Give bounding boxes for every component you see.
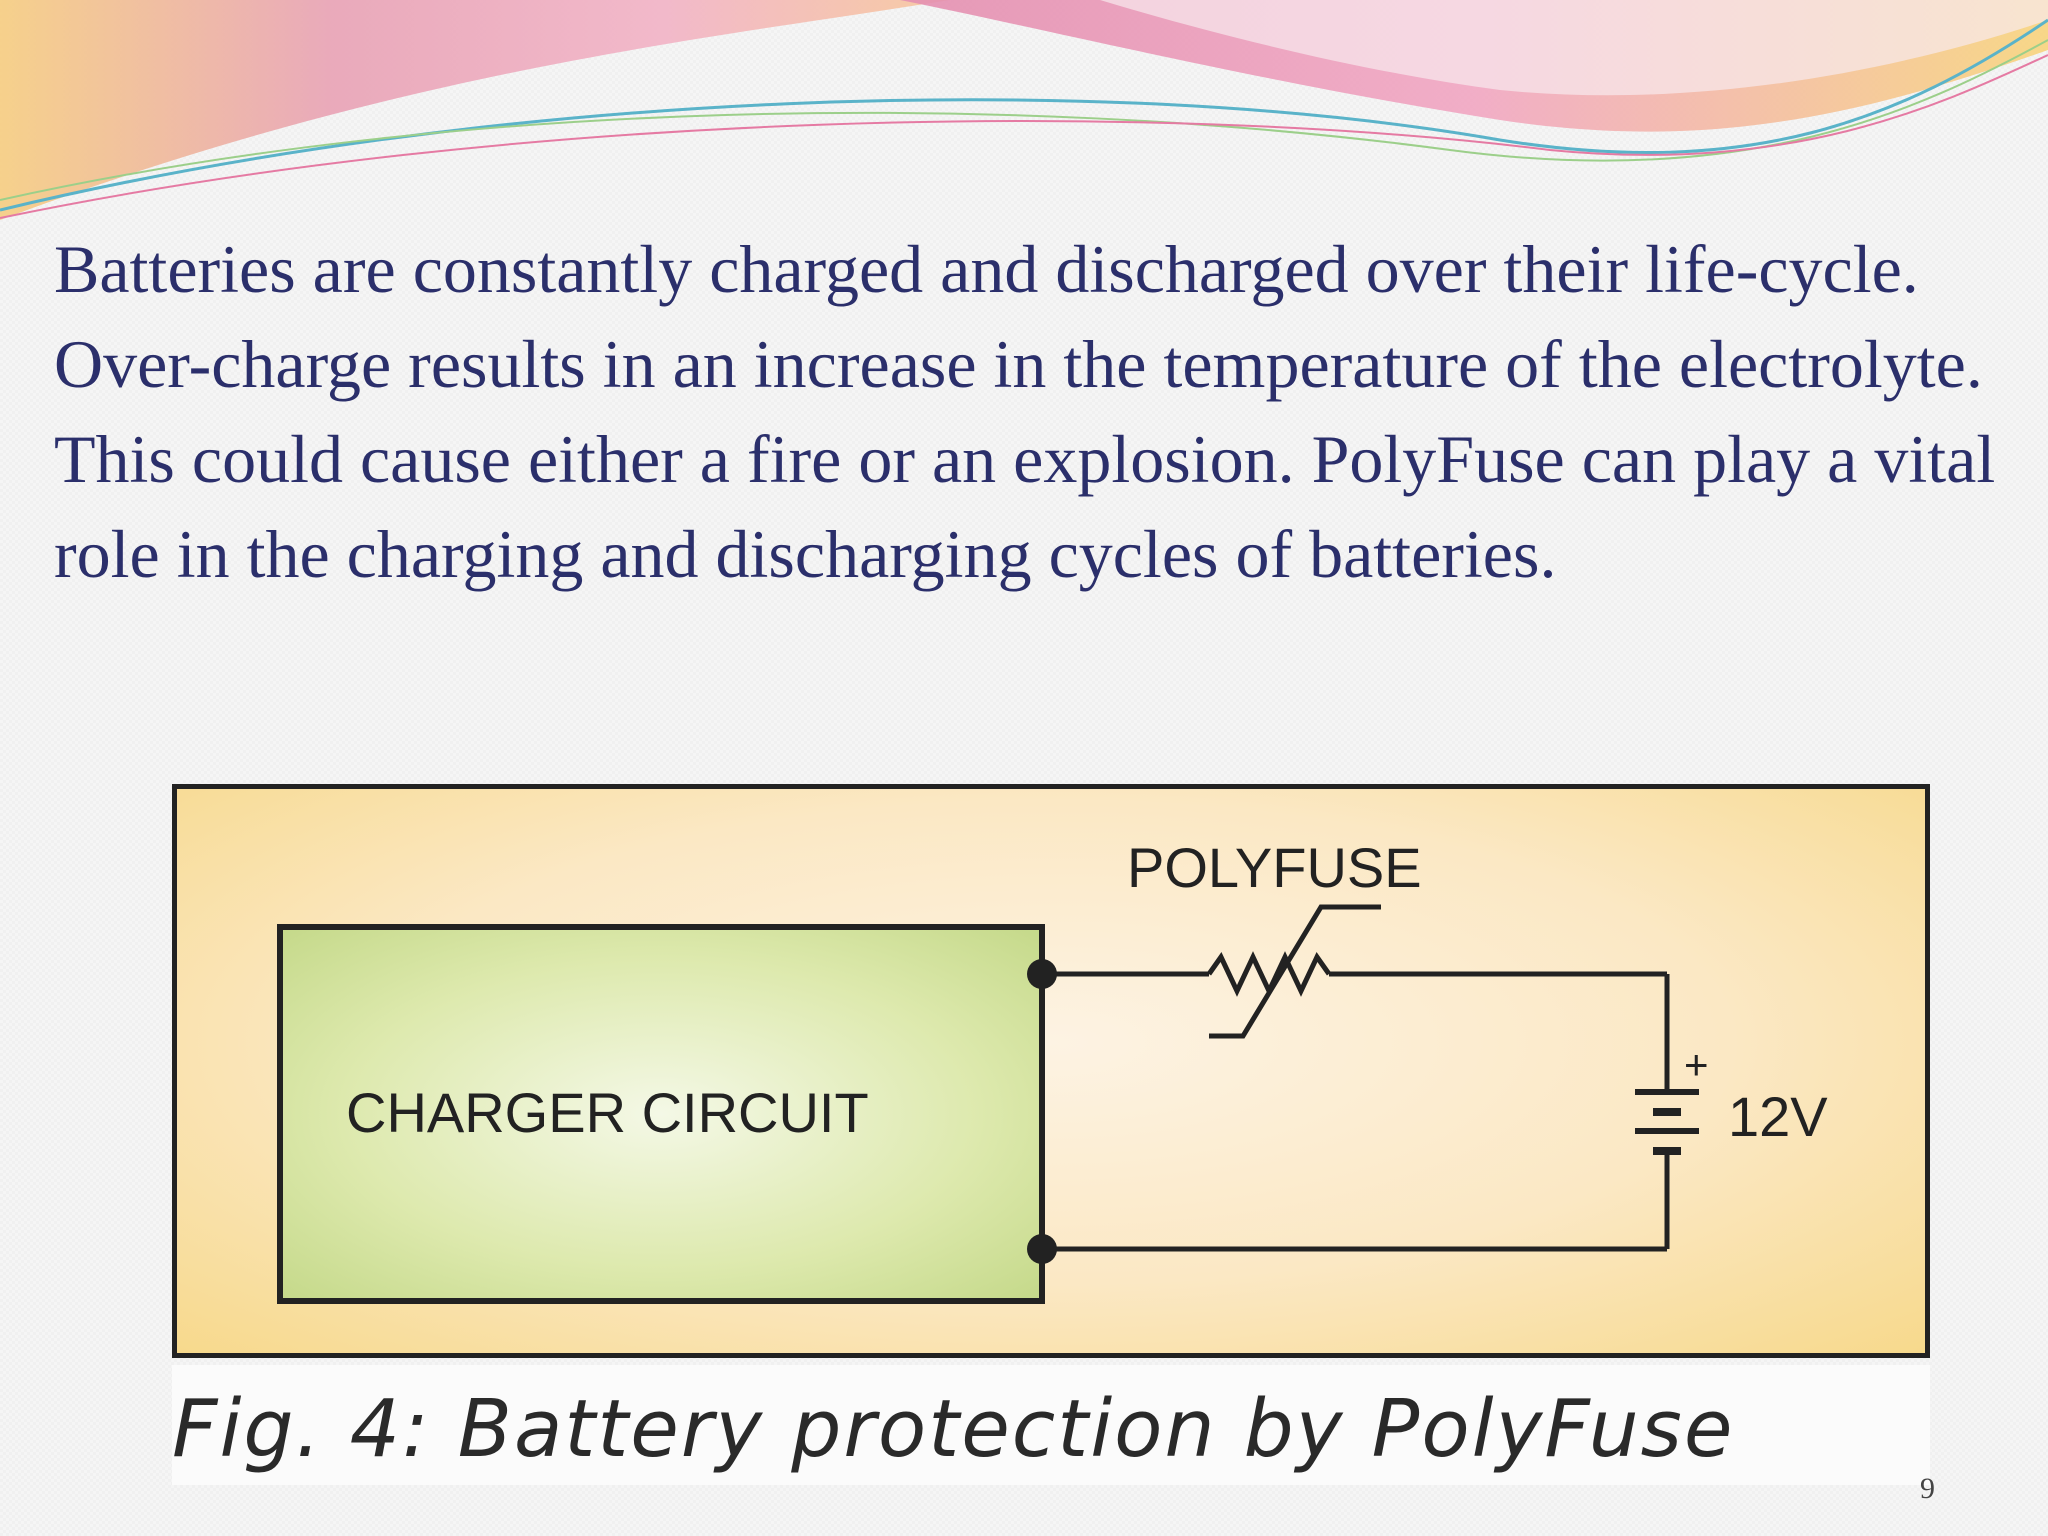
figure-caption: Fig. 4: Battery protection by PolyFuse <box>172 1365 1930 1485</box>
circuit-diagram-frame: CHARGER CIRCUIT POLYFUSE + 12V <box>172 784 1930 1358</box>
page-number: 9 <box>1920 1472 1935 1505</box>
figure-caption-text: Fig. 4: Battery protection by PolyFuse <box>172 1383 1735 1475</box>
battery-plus-sign: + <box>1684 1041 1709 1088</box>
charger-circuit-label: CHARGER CIRCUIT <box>346 1081 869 1144</box>
battery-voltage-label: 12V <box>1728 1085 1828 1148</box>
polyfuse-resistor-symbol <box>1206 951 1332 997</box>
body-paragraph: Batteries are constantly charged and dis… <box>54 231 1996 592</box>
circuit-diagram: CHARGER CIRCUIT POLYFUSE + 12V <box>277 836 1828 1304</box>
polyfuse-label: POLYFUSE <box>1127 836 1422 899</box>
header-wave-decoration <box>0 0 2048 220</box>
charger-circuit-box <box>277 924 1045 1304</box>
polyfuse-ptc-slash <box>1209 904 1381 1039</box>
